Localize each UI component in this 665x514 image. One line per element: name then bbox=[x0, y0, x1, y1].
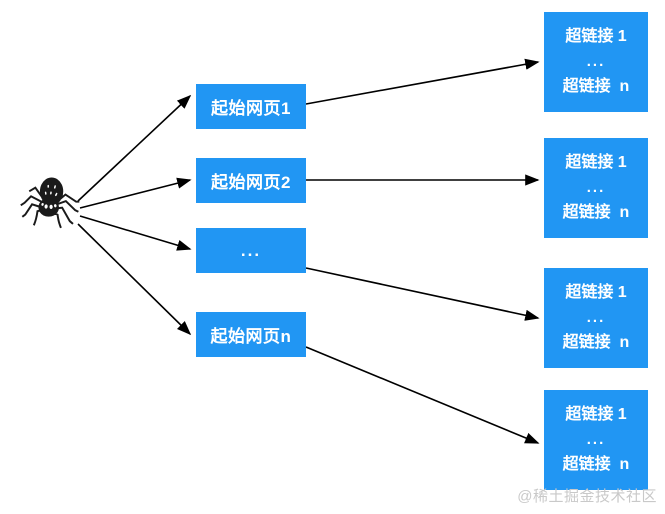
seed-node-1-label: 起始网页1 bbox=[211, 99, 291, 118]
watermark: @稀土掘金技术社区 bbox=[517, 488, 657, 505]
spider-icon: 🕷 bbox=[18, 175, 82, 231]
link-node-1-first: 超链接 1 bbox=[565, 27, 627, 45]
link-node-1-dots: ... bbox=[586, 53, 606, 71]
seed-node-ellipsis[interactable]: ... bbox=[196, 228, 306, 273]
seed-to-link-arrows bbox=[305, 58, 540, 444]
seed-node-2[interactable]: 起始网页2 bbox=[196, 158, 306, 203]
link-node-4[interactable]: 超链接 1 ... 超链接 n bbox=[544, 390, 648, 490]
link-node-4-last: 超链接 n bbox=[562, 456, 630, 474]
link-node-2[interactable]: 超链接 1 ... 超链接 n bbox=[544, 138, 648, 238]
seed-node-2-label: 起始网页2 bbox=[211, 173, 291, 192]
seed-node-n[interactable]: 起始网页n bbox=[196, 312, 306, 357]
link-node-4-first: 超链接 1 bbox=[565, 405, 627, 423]
link-node-3-first: 超链接 1 bbox=[565, 283, 627, 301]
link-node-2-first: 超链接 1 bbox=[565, 153, 627, 171]
link-node-4-dots: ... bbox=[586, 431, 606, 449]
link-node-3-dots: ... bbox=[586, 309, 606, 327]
link-node-1-last: 超链接 n bbox=[562, 78, 630, 96]
seed-node-1[interactable]: 起始网页1 bbox=[196, 84, 306, 129]
spider-to-seed-arrows bbox=[77, 94, 192, 336]
link-node-3-last: 超链接 n bbox=[562, 334, 630, 352]
link-node-1[interactable]: 超链接 1 ... 超链接 n bbox=[544, 12, 648, 112]
seed-node-ellipsis-label: ... bbox=[240, 240, 262, 260]
link-node-2-dots: ... bbox=[586, 179, 606, 197]
seed-node-n-label: 起始网页n bbox=[210, 327, 292, 346]
link-node-3[interactable]: 超链接 1 ... 超链接 n bbox=[544, 268, 648, 368]
link-node-2-last: 超链接 n bbox=[562, 204, 630, 222]
